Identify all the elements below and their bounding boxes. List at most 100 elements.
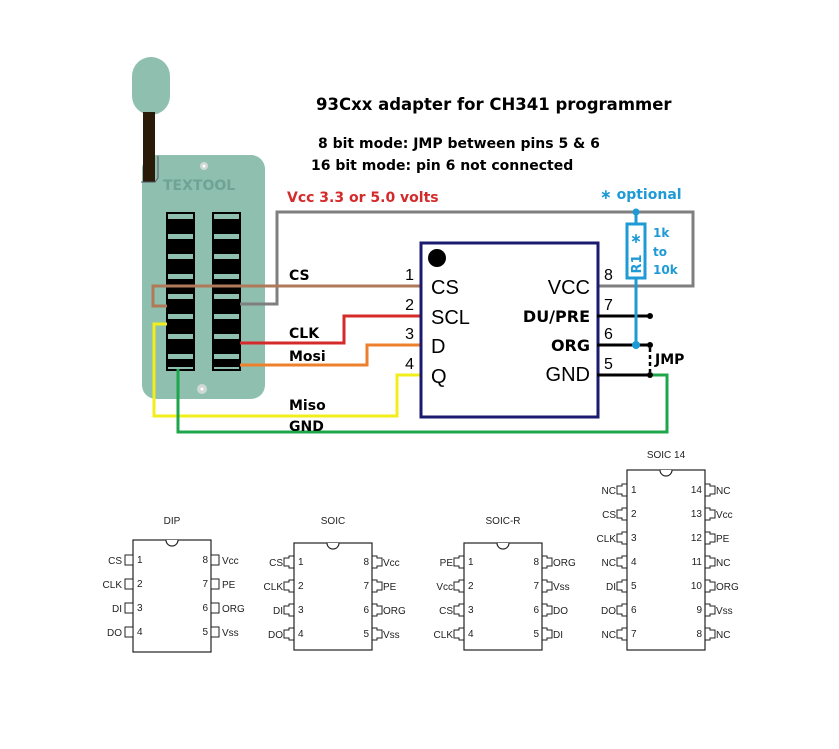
note-8bit-mode: 8 bit mode: JMP between pins 5 & 6 xyxy=(318,136,600,152)
package-pin-signal: Vss xyxy=(716,606,733,617)
chip-pin-name: Q xyxy=(431,366,447,388)
zif-contact-slot xyxy=(214,314,239,319)
package-pin-lead xyxy=(542,579,553,593)
r1-value-line-1: 1k xyxy=(653,226,670,240)
package-pin-lead xyxy=(453,579,464,593)
r1-label: R1 xyxy=(630,254,645,273)
diagram-title: 93Cxx adapter for CH341 programmer xyxy=(316,95,672,114)
package-body xyxy=(463,542,543,651)
wire-label-gnd: GND xyxy=(289,419,324,435)
package-pin-lead xyxy=(705,483,716,497)
r1-value-line-2: to xyxy=(653,245,667,259)
package-pin-signal: ORG xyxy=(553,558,576,569)
wire-cs xyxy=(151,284,421,308)
package-pin-lead xyxy=(705,579,716,593)
chip-pin-number: 2 xyxy=(405,297,414,314)
package-pin-number: 2 xyxy=(298,581,304,592)
package-pin-number: 4 xyxy=(631,557,637,568)
package-pin-number: 4 xyxy=(137,627,143,638)
chip-pin-number: 6 xyxy=(604,326,613,343)
zif-contact-slot xyxy=(214,334,239,339)
chip-pin-name: DU/PRE xyxy=(523,307,590,326)
package-pin-lead xyxy=(616,579,627,593)
chip-pin-name: D xyxy=(431,336,445,358)
wire-mosi xyxy=(240,343,421,367)
package-pin-lead xyxy=(705,531,716,545)
chip-pin-number: 7 xyxy=(604,297,613,314)
package-pin-lead xyxy=(124,554,134,566)
package-pin-signal: PE xyxy=(383,582,397,593)
package-pin-signal: NC xyxy=(602,486,616,497)
package-pin-number: 3 xyxy=(468,605,474,616)
zif-contact-slot xyxy=(214,234,239,239)
package-pin-signal: PE xyxy=(716,534,730,545)
package-body xyxy=(626,469,706,651)
package-pin-lead xyxy=(453,555,464,569)
package-pin-number: 8 xyxy=(363,557,369,568)
package-pin-number: 6 xyxy=(363,605,369,616)
package-notch xyxy=(165,539,179,547)
package-pin-number: 1 xyxy=(137,555,143,566)
zif-contact-slot xyxy=(168,294,193,299)
package-pin-lead xyxy=(283,555,294,569)
package-body xyxy=(293,542,373,651)
package-pin-number: 5 xyxy=(202,627,208,638)
package-pin-signal: DO xyxy=(268,630,283,641)
zif-contact-slot xyxy=(168,254,193,259)
package-pin-signal: CS xyxy=(439,606,453,617)
package-pin-number: 4 xyxy=(298,629,304,640)
package-pin-number: 2 xyxy=(631,509,637,520)
package-pin-lead xyxy=(542,603,553,617)
package-notch xyxy=(496,542,510,550)
wire-label-clk: CLK xyxy=(289,326,320,342)
package-pin-number: 8 xyxy=(696,629,702,640)
wire-label-miso: Miso xyxy=(289,398,326,414)
wire-clk xyxy=(240,314,421,345)
optional-note: ∗ optional xyxy=(600,187,682,203)
package-pin-lead xyxy=(283,579,294,593)
package-pin-lead xyxy=(372,627,383,641)
wire-label-cs: CS xyxy=(289,268,310,284)
package-pin-lead xyxy=(705,555,716,569)
zif-contact-slot xyxy=(168,354,193,359)
package-pin-number: 1 xyxy=(631,485,637,496)
package-pin-signal: CLK xyxy=(434,630,454,641)
package-pin-number: 8 xyxy=(202,555,208,566)
package-pin-signal: CS xyxy=(602,510,616,521)
package-pin-lead xyxy=(124,578,134,590)
package-pin-lead xyxy=(453,603,464,617)
package-pin-number: 9 xyxy=(696,605,702,616)
zif-socket: TEXTOOL xyxy=(132,57,265,399)
package-pin-signal: DI xyxy=(273,606,283,617)
package-pin-number: 12 xyxy=(691,533,703,544)
zif-contact-slot xyxy=(168,334,193,339)
package-pin-lead xyxy=(705,627,716,641)
zif-contact-slot xyxy=(214,354,239,359)
package-pin-signal: Vss xyxy=(553,582,570,593)
chip-pin-name: ORG xyxy=(551,336,590,355)
package-pin-signal: NC xyxy=(602,558,616,569)
package-pin-lead xyxy=(372,555,383,569)
chip-pin-name: VCC xyxy=(548,277,590,299)
package-pin-signal: Vcc xyxy=(716,510,733,521)
zif-contact-slot xyxy=(214,254,239,259)
package-pin-signal: CS xyxy=(108,556,122,567)
zif-brand-label: TEXTOOL xyxy=(163,178,235,194)
zif-contact-slot xyxy=(168,274,193,279)
package-body xyxy=(132,539,212,653)
package-pin-number: 7 xyxy=(631,629,637,640)
chip-pin-number: 3 xyxy=(405,326,414,343)
package-pin-number: 4 xyxy=(468,629,474,640)
package-pin-lead xyxy=(210,554,220,566)
chip-pin-name: GND xyxy=(546,364,590,386)
package-pin-number: 1 xyxy=(298,557,304,568)
zif-contact-slot xyxy=(214,294,239,299)
package-notch xyxy=(326,542,340,550)
chip-body xyxy=(419,241,600,419)
package-pin-lead xyxy=(616,603,627,617)
package-pin-signal: ORG xyxy=(383,606,406,617)
